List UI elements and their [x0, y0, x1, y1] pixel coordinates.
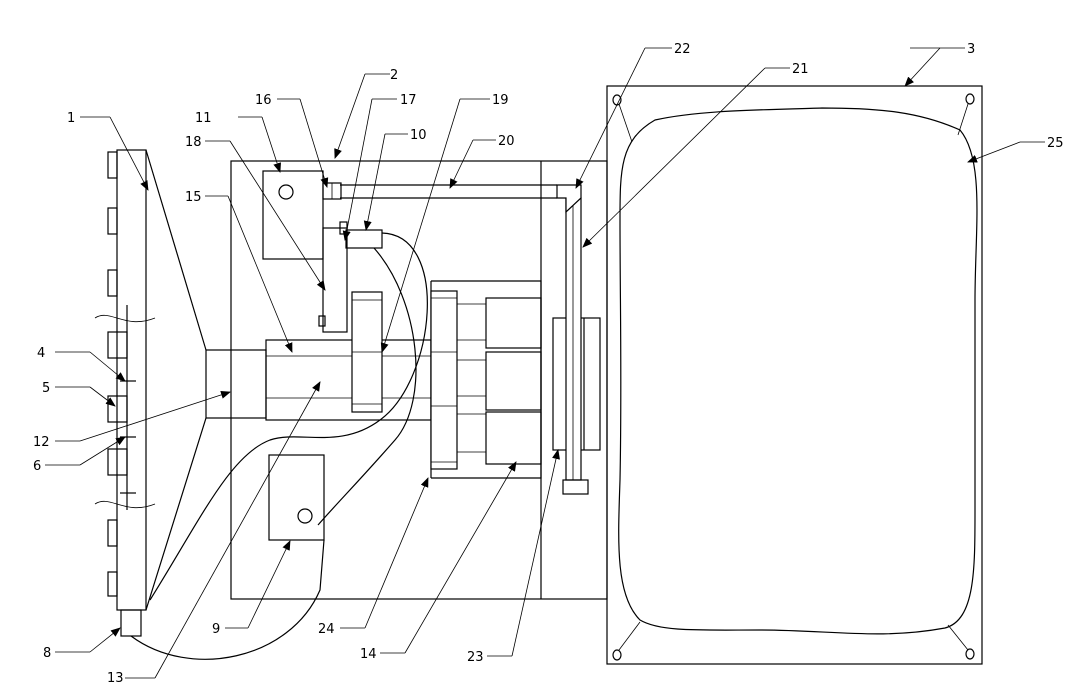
- label-17: 17: [400, 93, 417, 108]
- label-23: 23: [467, 650, 484, 665]
- label-2: 2: [390, 68, 398, 83]
- label-14: 14: [360, 647, 377, 662]
- label-8: 8: [43, 646, 51, 661]
- label-11: 11: [195, 111, 212, 126]
- label-3: 3: [967, 42, 975, 57]
- label-10: 10: [410, 128, 427, 143]
- label-5: 5: [42, 381, 50, 396]
- right-frame: [606, 85, 983, 665]
- label-6: 6: [33, 459, 41, 474]
- label-24: 24: [318, 622, 335, 637]
- label-25: 25: [1047, 136, 1064, 151]
- label-4: 4: [37, 346, 45, 361]
- label-16: 16: [255, 93, 272, 108]
- label-12: 12: [33, 435, 50, 450]
- label-20: 20: [498, 134, 515, 149]
- label-13: 13: [107, 671, 124, 685]
- leader-lines: [45, 47, 1045, 679]
- label-1: 1: [67, 111, 75, 126]
- label-9: 9: [212, 622, 220, 637]
- label-19: 19: [492, 93, 509, 108]
- label-21: 21: [792, 62, 809, 77]
- label-18: 18: [185, 135, 202, 150]
- part-labels: 1 2 3 4 5 6 8 9 10 11 12 13 14 15 16 17 …: [33, 42, 1064, 686]
- wall-panel: [94, 149, 156, 637]
- label-15: 15: [185, 190, 202, 205]
- label-22: 22: [674, 42, 691, 57]
